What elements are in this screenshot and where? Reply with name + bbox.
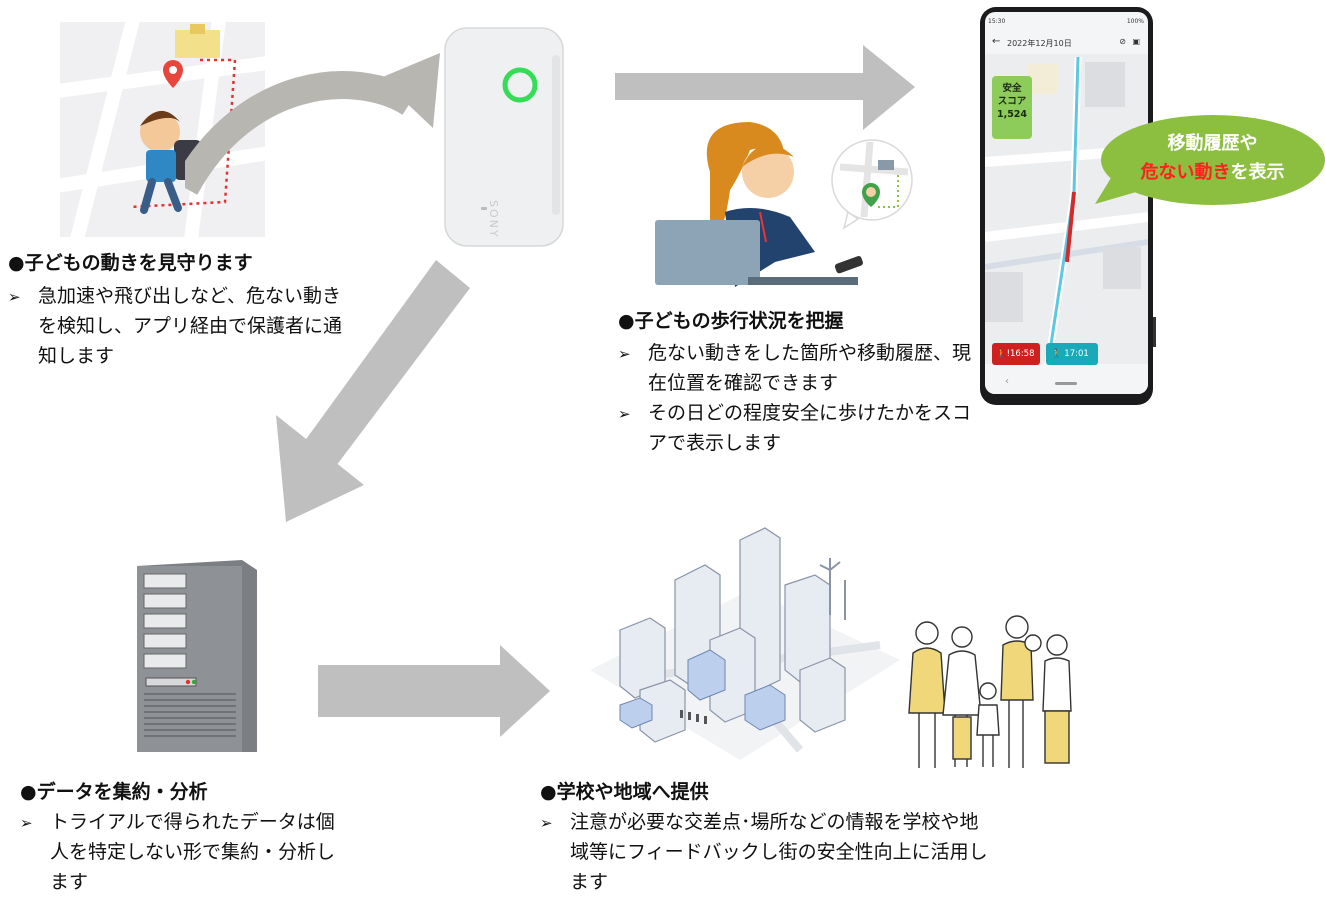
calendar-icon[interactable]: ▣ xyxy=(1132,37,1140,46)
svg-text:‹: ‹ xyxy=(1005,376,1009,387)
parent-with-laptop-illustration xyxy=(655,122,913,287)
data-section-bullets: ➢ トライアルで得られたデータは個人を特定しない形で集約・分析します xyxy=(20,807,335,897)
arrow-to-server xyxy=(276,260,470,522)
bell-off-icon[interactable]: ⊘ xyxy=(1119,37,1126,46)
server-illustration xyxy=(137,560,257,752)
parent-bullet-1: 危ない動きをした箇所や移動履歴、現在位置を確認できます xyxy=(648,342,972,394)
smartphone: ‹ 15:30 100% ← 2022年12月10日 ⊘ ▣ 安全 スコア 1,… xyxy=(980,7,1156,405)
callout-line-1: 移動履歴や xyxy=(1167,133,1258,154)
callout-highlight: 危ない動き xyxy=(1140,162,1231,183)
phone-screen: ‹ 15:30 100% ← 2022年12月10日 ⊘ ▣ 安全 スコア 1,… xyxy=(985,12,1148,394)
school-bullet-1: 注意が必要な交差点･場所などの情報を学校や地域等にフィードバックし街の安全性向上… xyxy=(570,811,988,893)
phone-status-battery: 100% xyxy=(1126,18,1144,25)
child-bullet-1: 急加速や飛び出しなど、危ない動きを検知し、アプリ経由で保護者に通知します xyxy=(38,285,343,367)
child-section-bullets: ➢ 急加速や飛び出しなど、危ない動きを検知し、アプリ経由で保護者に通知します xyxy=(8,281,353,371)
phone-status-time: 15:30 xyxy=(988,18,1006,25)
score-value: 1,524 xyxy=(996,109,1028,120)
community-people-illustration xyxy=(908,615,1072,768)
parent-bullet-2: その日どの程度安全に歩けたかをスコアで表示します xyxy=(648,402,972,454)
city-illustration xyxy=(590,527,900,760)
school-section-heading: ●学校や地域へ提供 xyxy=(540,781,709,803)
arrow-to-city xyxy=(318,645,550,737)
danger-time: 16:58 xyxy=(1010,349,1035,359)
arrow-to-phone xyxy=(615,45,915,130)
score-label-1: 安全 xyxy=(1002,83,1022,94)
back-arrow-icon[interactable]: ← xyxy=(992,36,1001,47)
bullet-marker-icon: ➢ xyxy=(618,345,631,363)
bullet-item: ➢ 急加速や飛び出しなど、危ない動きを検知し、アプリ経由で保護者に通知します xyxy=(8,281,353,371)
data-section-heading: ●データを集約・分析 xyxy=(20,781,208,803)
bullet-marker-icon: ➢ xyxy=(618,405,631,423)
bullet-item: ➢ 注意が必要な交差点･場所などの情報を学校や地域等にフィードバックし街の安全性… xyxy=(540,807,995,897)
callout-bubble-shape xyxy=(1095,115,1325,205)
bullet-item: ➢ その日どの程度安全に歩けたかをスコアで表示します xyxy=(618,398,973,458)
bullet-item: ➢ トライアルで得られたデータは個人を特定しない形で集約・分析します xyxy=(20,807,335,897)
data-bullet-1: トライアルで得られたデータは個人を特定しない形で集約・分析します xyxy=(50,811,336,893)
sensor-device: SONY xyxy=(444,27,564,247)
bullet-marker-icon: ➢ xyxy=(20,814,33,832)
bullet-marker-icon: ➢ xyxy=(8,288,21,306)
parent-section-bullets: ➢ 危ない動きをした箇所や移動履歴、現在位置を確認できます ➢ その日どの程度安… xyxy=(618,338,973,458)
phone-date: 2022年12月10日 xyxy=(1007,39,1072,48)
safety-score-card: 安全 スコア 1,524 xyxy=(992,76,1032,139)
device-brand: SONY xyxy=(487,200,500,239)
callout-line-2: 危ない動きを表示 xyxy=(1105,158,1320,187)
school-section-bullets: ➢ 注意が必要な交差点･場所などの情報を学校や地域等にフィードバックし街の安全性… xyxy=(540,807,995,897)
bullet-marker-icon: ➢ xyxy=(540,814,553,832)
danger-time-chip[interactable]: 🚶!16:58 xyxy=(992,343,1040,365)
phone-side-button xyxy=(1153,317,1156,347)
score-label-2: スコア xyxy=(997,96,1027,107)
bullet-item: ➢ 危ない動きをした箇所や移動履歴、現在位置を確認できます xyxy=(618,338,973,398)
walk-time: 17:01 xyxy=(1064,349,1089,359)
callout-text: 移動履歴や 危ない動きを表示 xyxy=(1105,129,1320,187)
parent-section-heading: ●子どもの歩行状況を把握 xyxy=(618,310,844,332)
walking-alert-icon: 🚶! xyxy=(996,349,1010,359)
callout-line-2-rest: を表示 xyxy=(1230,162,1285,183)
walk-time-chip[interactable]: 🚶 17:01 xyxy=(1046,343,1098,365)
walking-icon: 🚶 xyxy=(1051,349,1065,359)
curved-arrow-to-device xyxy=(185,53,440,195)
child-section-heading: ●子どもの動きを見守ります xyxy=(8,252,253,274)
